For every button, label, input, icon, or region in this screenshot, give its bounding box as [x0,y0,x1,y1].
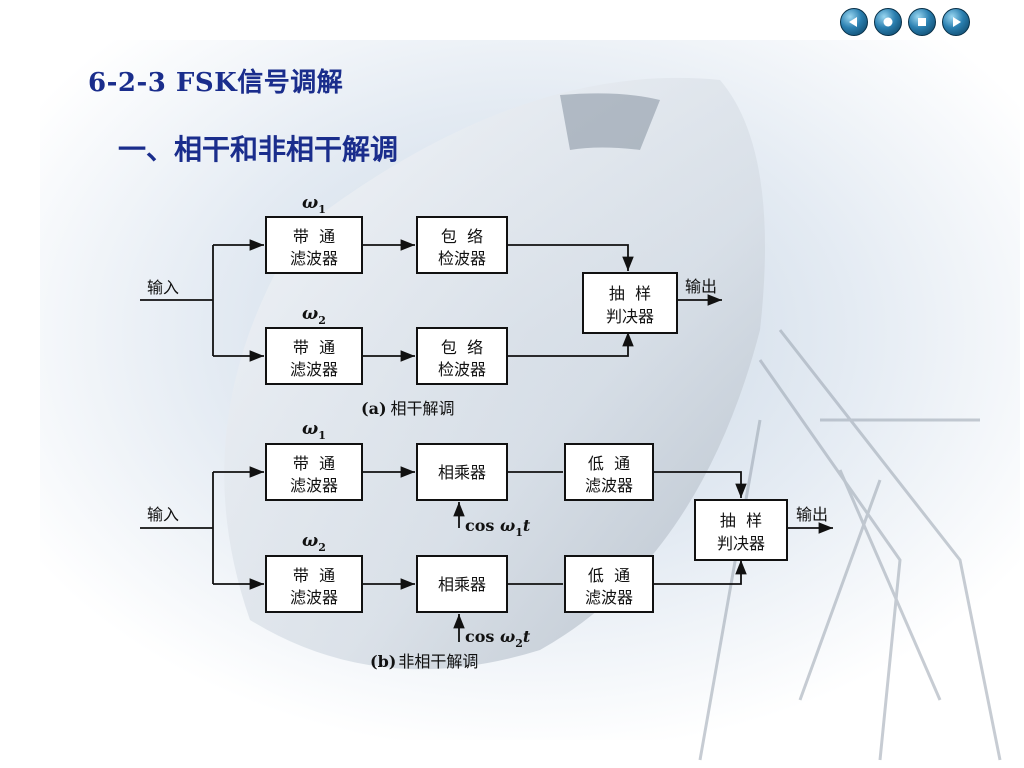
output-label-a: 输出 [685,277,717,296]
envelope-detector-1-a: 包 络 检波器 [416,216,508,274]
sampling-decision-a: 抽 样 判决器 [582,272,678,334]
omega1-label-a: ω1 [302,193,326,216]
bandpass-filter-2-a: 带 通 滤波器 [265,327,363,385]
diagram-b: 输入 输出 ω1 ω2 带 通 滤波器 带 通 滤波器 相乘器 相乘器 低 通 … [140,419,833,671]
nav-prev-icon[interactable] [874,8,902,36]
svg-text:抽 样: 抽 样 [720,511,762,530]
svg-text:抽 样: 抽 样 [609,284,651,303]
svg-text:包 络: 包 络 [441,338,483,357]
svg-text:滤波器: 滤波器 [290,360,338,379]
svg-text:检波器: 检波器 [438,360,486,379]
carrier2-label-b: cos ω2t [465,627,531,650]
diagram-a: 输入 输出 ω1 ω2 带 通 滤波器 带 通 滤波器 包 络 检波器 包 络 … [140,193,722,418]
omega2-label-b: ω2 [302,531,326,554]
lowpass-filter-1-b: 低 通 滤波器 [564,443,654,501]
svg-text:包 络: 包 络 [441,227,483,246]
input-label-b: 输入 [147,505,179,524]
svg-text:滤波器: 滤波器 [585,476,633,495]
output-label-b: 输出 [796,505,828,524]
svg-text:相乘器: 相乘器 [438,575,486,594]
omega2-label-a: ω2 [302,304,326,327]
svg-text:带 通: 带 通 [293,227,335,246]
svg-text:带 通: 带 通 [293,338,335,357]
nav-next-icon[interactable] [908,8,936,36]
input-label-a: 输入 [147,278,179,297]
svg-text:判决器: 判决器 [717,534,765,553]
lowpass-filter-2-b: 低 通 滤波器 [564,555,654,613]
bandpass-filter-1-a: 带 通 滤波器 [265,216,363,274]
svg-text:检波器: 检波器 [438,249,486,268]
svg-text:带 通: 带 通 [293,454,335,473]
slide-title: 6-2-3 FSK信号调解 [88,68,344,98]
omega1-label-b: ω1 [302,419,326,442]
svg-text:低 通: 低 通 [588,454,630,473]
svg-text:相乘器: 相乘器 [438,463,486,482]
caption-b: (b)非相干解调 [370,652,478,671]
slide-subtitle: 一、相干和非相干解调 [118,133,399,166]
svg-text:判决器: 判决器 [606,307,654,326]
svg-text:滤波器: 滤波器 [290,476,338,495]
nav-first-icon[interactable] [840,8,868,36]
multiplier-1-b: 相乘器 [416,443,508,501]
bandpass-filter-1-b: 带 通 滤波器 [265,443,363,501]
sampling-decision-b: 抽 样 判决器 [694,499,788,561]
carrier1-label-b: cos ω1t [465,516,531,539]
slide-navigation [840,8,970,36]
caption-a: (a)相干解调 [361,399,455,418]
svg-text:滤波器: 滤波器 [585,588,633,607]
svg-text:低 通: 低 通 [588,566,630,585]
nav-last-icon[interactable] [942,8,970,36]
envelope-detector-2-a: 包 络 检波器 [416,327,508,385]
svg-text:滤波器: 滤波器 [290,588,338,607]
bandpass-filter-2-b: 带 通 滤波器 [265,555,363,613]
svg-text:滤波器: 滤波器 [290,249,338,268]
svg-text:带 通: 带 通 [293,566,335,585]
multiplier-2-b: 相乘器 [416,555,508,613]
